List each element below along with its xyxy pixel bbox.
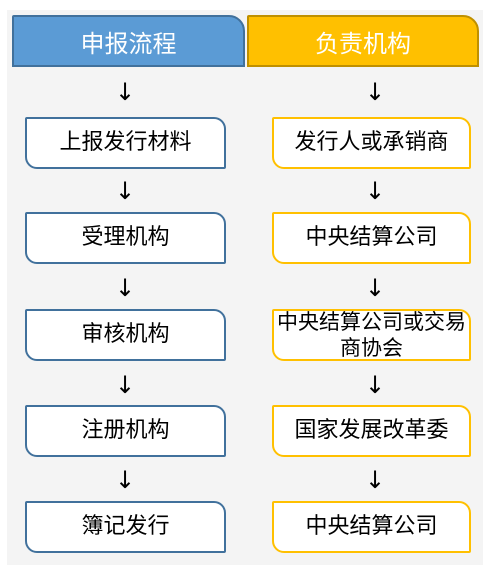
institution-central-clearing: 中央结算公司 bbox=[272, 212, 471, 264]
institution-central-clearing-final: 中央结算公司 bbox=[272, 501, 471, 553]
process-step-registration: 注册机构 bbox=[25, 405, 226, 457]
process-step-review: 审核机构 bbox=[25, 309, 226, 361]
process-step-report-materials: 上报发行材料 bbox=[25, 117, 226, 169]
down-arrow-icon: ↓ bbox=[365, 466, 386, 494]
down-arrow-icon: ↓ bbox=[115, 78, 136, 106]
down-arrow-icon: ↓ bbox=[365, 274, 386, 302]
institution-ndrc: 国家发展改革委 bbox=[272, 405, 471, 457]
process-step-acceptance: 受理机构 bbox=[25, 212, 226, 264]
down-arrow-icon: ↓ bbox=[365, 371, 386, 399]
down-arrow-icon: ↓ bbox=[115, 274, 136, 302]
process-column-header: 申报流程 bbox=[12, 15, 245, 67]
diagram-background bbox=[7, 10, 483, 565]
institution-column-header: 负责机构 bbox=[247, 15, 479, 67]
down-arrow-icon: ↓ bbox=[115, 177, 136, 205]
down-arrow-icon: ↓ bbox=[365, 177, 386, 205]
institution-central-clearing-or-dealers-association: 中央结算公司或交易商协会 bbox=[272, 309, 471, 361]
process-step-bookkeeping-issuance: 簿记发行 bbox=[25, 501, 226, 553]
down-arrow-icon: ↓ bbox=[365, 78, 386, 106]
down-arrow-icon: ↓ bbox=[115, 371, 136, 399]
down-arrow-icon: ↓ bbox=[115, 466, 136, 494]
institution-issuer-or-underwriter: 发行人或承销商 bbox=[272, 117, 471, 169]
